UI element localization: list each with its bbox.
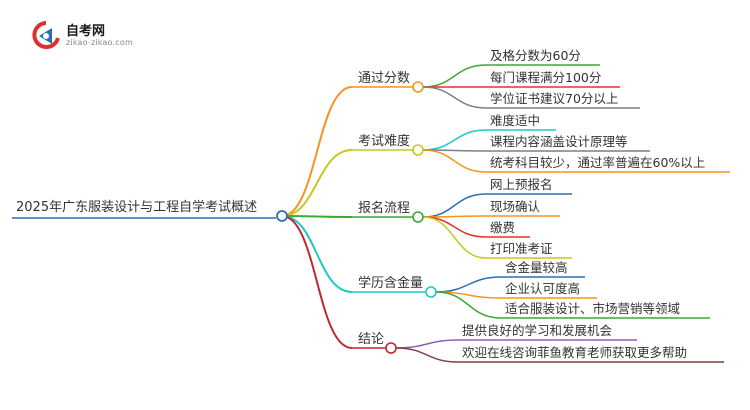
child-connector — [395, 347, 459, 363]
branch-node-circle[interactable] — [412, 211, 424, 223]
branch-label: 结论 — [358, 332, 384, 347]
child-node-label: 学位证书建议70分以上 — [490, 91, 618, 106]
child-node-label: 及格分数为60分 — [490, 48, 581, 63]
child-node-label: 现场确认 — [490, 199, 541, 214]
branch-label: 考试难度 — [358, 133, 410, 149]
child-node-label: 难度适中 — [490, 113, 540, 128]
child-node-label: 提供良好的学习和发展机会 — [462, 323, 613, 338]
logo-icon — [32, 21, 60, 49]
child-node-label: 企业认可度高 — [505, 281, 580, 296]
child-node-label: 统考科目较少，通过率普遍在60%以上 — [490, 155, 705, 170]
branch-connector — [281, 149, 353, 217]
branch-connector — [281, 86, 353, 217]
logo-title: 自考网 — [66, 24, 106, 39]
logo-url: zikao-zikao.com — [66, 38, 133, 47]
branch-node-circle[interactable] — [412, 81, 424, 93]
child-connector — [422, 64, 487, 88]
child-connector — [422, 129, 487, 151]
child-node-label: 课程内容涵盖设计原理等 — [490, 134, 628, 149]
site-logo[interactable]: 自考网 zikao-zikao.com — [30, 18, 140, 52]
branch-node-circle[interactable] — [425, 286, 437, 298]
child-node-label: 欢迎在线咨询菲鱼教育老师获取更多帮助 — [462, 345, 687, 360]
child-connector — [422, 149, 487, 173]
branch-label: 通过分数 — [358, 71, 410, 86]
branch-label: 报名流程 — [358, 200, 410, 216]
child-node-label: 缴费 — [490, 220, 515, 235]
child-node-label: 适合服装设计、市场营销等领域 — [505, 301, 680, 316]
child-connector — [422, 86, 487, 109]
child-connector — [422, 193, 487, 218]
branch-node-circle[interactable] — [385, 342, 397, 354]
child-connector — [395, 339, 459, 349]
branch-connector — [281, 215, 353, 218]
root-node-label: 2025年广东服装设计与工程自学考试概述 — [16, 199, 257, 215]
branch-connector — [281, 215, 353, 293]
branch-node-circle[interactable] — [412, 144, 424, 156]
child-connector — [422, 216, 487, 259]
child-node-label: 打印准考证 — [490, 241, 553, 256]
child-node-label: 每门课程满分100分 — [490, 70, 601, 85]
child-node-label: 网上预报名 — [490, 177, 553, 192]
branch-label: 学历含金量 — [358, 275, 423, 291]
branch-connector — [281, 215, 353, 349]
child-node-label: 含金量较高 — [505, 260, 568, 275]
child-connector — [422, 216, 487, 238]
child-connector — [435, 276, 502, 293]
child-connector — [435, 291, 502, 319]
root-node-circle[interactable] — [276, 210, 288, 222]
